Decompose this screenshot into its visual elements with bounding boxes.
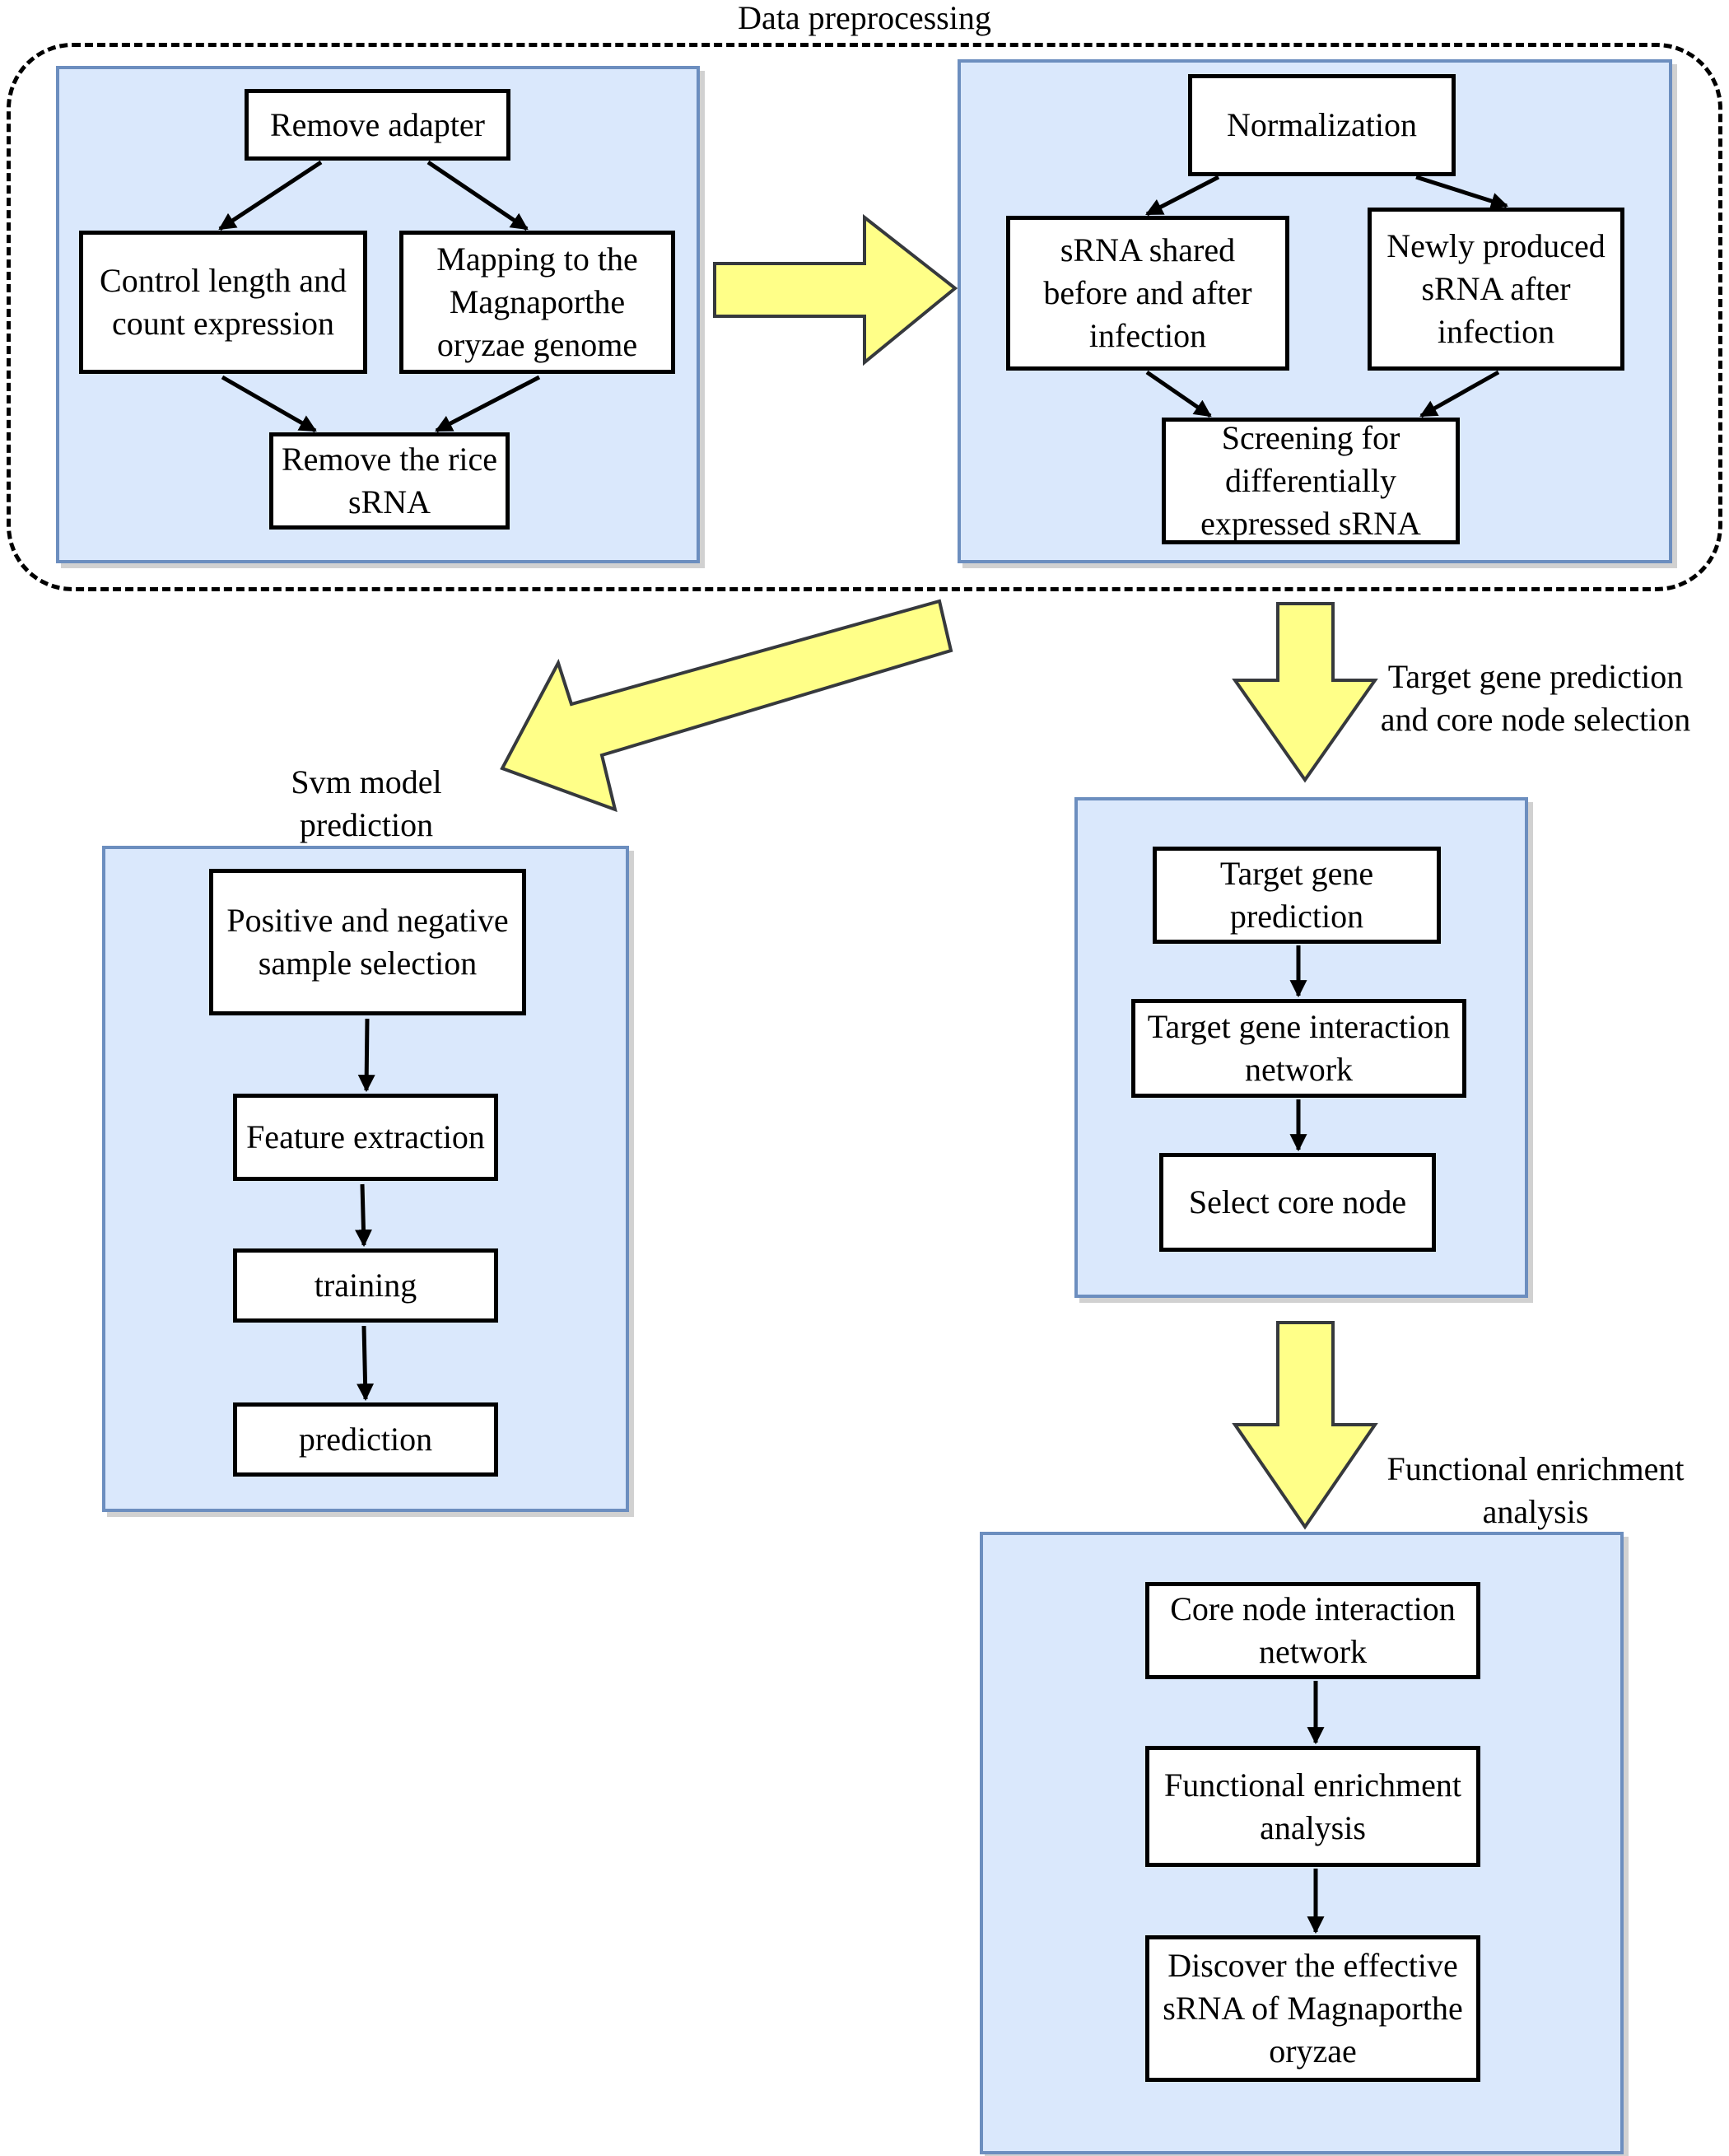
big-arrow-down-target <box>1232 602 1378 783</box>
enrichment-step-discover-srna: Discover the effective sRNA of Magnaport… <box>1145 1935 1480 2082</box>
enrichment-step-core-node-network: Core node interaction network <box>1145 1582 1480 1679</box>
normalization-node: Normalization <box>1188 74 1456 176</box>
svm-step-sample-selection: Positive and negative sample selection <box>209 869 526 1015</box>
target-step-select-core-node: Select core node <box>1159 1153 1436 1252</box>
target-step-gene-prediction: Target gene prediction <box>1153 847 1441 944</box>
svm-step-feature-extraction: Feature extraction <box>233 1094 498 1181</box>
big-arrow-down-left <box>500 599 953 813</box>
mapping-genome-node: Mapping to the Magnaporthe oryzae genome <box>399 231 675 374</box>
control-length-node: Control length and count expression <box>79 231 367 374</box>
newly-produced-srna-node: Newly produced sRNA after infection <box>1368 208 1624 371</box>
svm-step-prediction: prediction <box>233 1402 498 1477</box>
screening-de-srna-node: Screening for differentially expressed s… <box>1162 418 1460 544</box>
data-preprocessing-title: Data preprocessing <box>738 0 991 36</box>
remove-adapter-node: Remove adapter <box>245 89 510 161</box>
enrichment-step-functional-analysis: Functional enrichment analysis <box>1145 1746 1480 1867</box>
target-title: Target gene prediction and core node sel… <box>1380 658 1691 738</box>
svm-title: Svm model prediction <box>291 763 442 843</box>
srna-shared-node: sRNA shared before and after infection <box>1006 216 1289 371</box>
svm-step-training: training <box>233 1248 498 1323</box>
target-step-interaction-network: Target gene interaction network <box>1131 999 1466 1098</box>
enrichment-title: Functional enrichment analysis <box>1386 1450 1685 1530</box>
data-preprocessing-group <box>7 43 1722 591</box>
big-arrow-down-enrichment <box>1232 1321 1378 1530</box>
remove-rice-srna-node: Remove the rice sRNA <box>269 432 510 530</box>
